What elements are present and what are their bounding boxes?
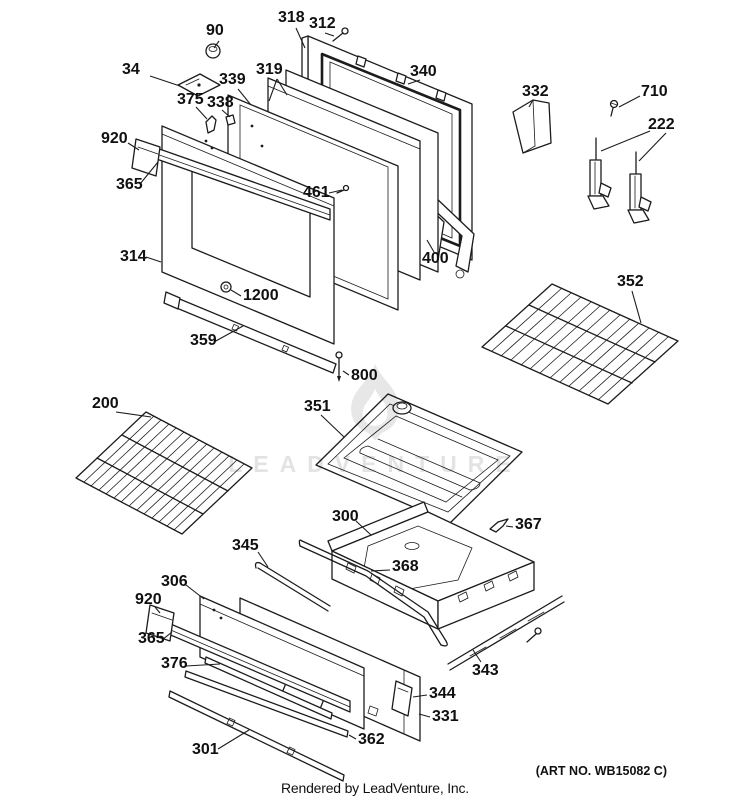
handle-endcap-920-bottom — [145, 604, 175, 642]
drawer-handle-365-bottom — [145, 604, 351, 713]
clip-34 — [177, 73, 221, 97]
clip-338 — [225, 114, 236, 126]
igniters-222 — [587, 137, 652, 224]
callout-368: 368 — [392, 558, 419, 575]
callout-90: 90 — [206, 22, 224, 39]
callout-34: 34 — [122, 61, 140, 78]
callout-344: 344 — [429, 685, 456, 702]
trim-strip-362 — [184, 670, 349, 738]
callout-200: 200 — [92, 395, 119, 412]
callout-343: 343 — [472, 662, 499, 679]
callout-461: 461 — [303, 184, 330, 201]
callout-365-bottom: 365 — [138, 630, 165, 647]
callout-920-top: 920 — [101, 130, 128, 147]
callout-359: 359 — [190, 332, 217, 349]
callout-300: 300 — [332, 508, 359, 525]
callout-340: 340 — [410, 63, 437, 80]
callout-339: 339 — [219, 71, 246, 88]
bracket-344 — [391, 680, 413, 717]
callout-331: 331 — [432, 708, 459, 725]
callout-338: 338 — [207, 94, 234, 111]
callout-376: 376 — [161, 655, 188, 672]
callout-351: 351 — [304, 398, 331, 415]
callout-920-bottom: 920 — [135, 591, 162, 608]
drawer-rail-368 — [298, 539, 448, 647]
screw-800 — [335, 351, 343, 382]
callout-375: 375 — [177, 91, 204, 108]
callout-222: 222 — [648, 116, 675, 133]
callout-306: 306 — [161, 573, 188, 590]
callout-400: 400 — [422, 250, 449, 267]
callout-362: 362 — [358, 731, 385, 748]
rendered-by-credit: Rendered by LeadVenture, Inc. — [280, 780, 469, 796]
callout-312: 312 — [309, 15, 336, 32]
trim-strip-301 — [168, 690, 345, 782]
callout-1200: 1200 — [243, 287, 279, 304]
callout-314: 314 — [120, 248, 147, 265]
clip-367 — [489, 518, 509, 533]
screw-312 — [332, 27, 349, 42]
callout-710: 710 — [641, 83, 668, 100]
oven-rack-352 — [481, 283, 679, 405]
callout-345: 345 — [232, 537, 259, 554]
callout-367: 367 — [515, 516, 542, 533]
grommet-90 — [205, 43, 221, 59]
screw-343 — [534, 627, 542, 635]
drawer-rail-345 — [254, 561, 331, 612]
art-number: (ART NO. WB15082 C) — [535, 764, 667, 778]
door-trim-359 — [163, 291, 337, 374]
handle-endcap-920-top — [131, 138, 161, 177]
trim-strip-376 — [204, 656, 333, 720]
callout-301: 301 — [192, 741, 219, 758]
callout-319: 319 — [256, 61, 283, 78]
clip-375 — [205, 115, 217, 134]
callout-800: 800 — [351, 367, 378, 384]
leader-lines — [115, 27, 667, 750]
callout-365-top: 365 — [116, 176, 143, 193]
callout-352: 352 — [617, 273, 644, 290]
callout-318: 318 — [278, 9, 305, 26]
oven-rack-200 — [75, 411, 253, 535]
drawer-slide-343 — [447, 595, 565, 671]
callout-332: 332 — [522, 83, 549, 100]
screw-710 — [609, 99, 619, 117]
grommet-1200 — [220, 281, 232, 293]
door-outer-panel-314 — [161, 125, 335, 345]
screw-461 — [336, 184, 350, 194]
end-cap-332 — [512, 99, 552, 154]
door-handle-365-top — [131, 138, 331, 221]
